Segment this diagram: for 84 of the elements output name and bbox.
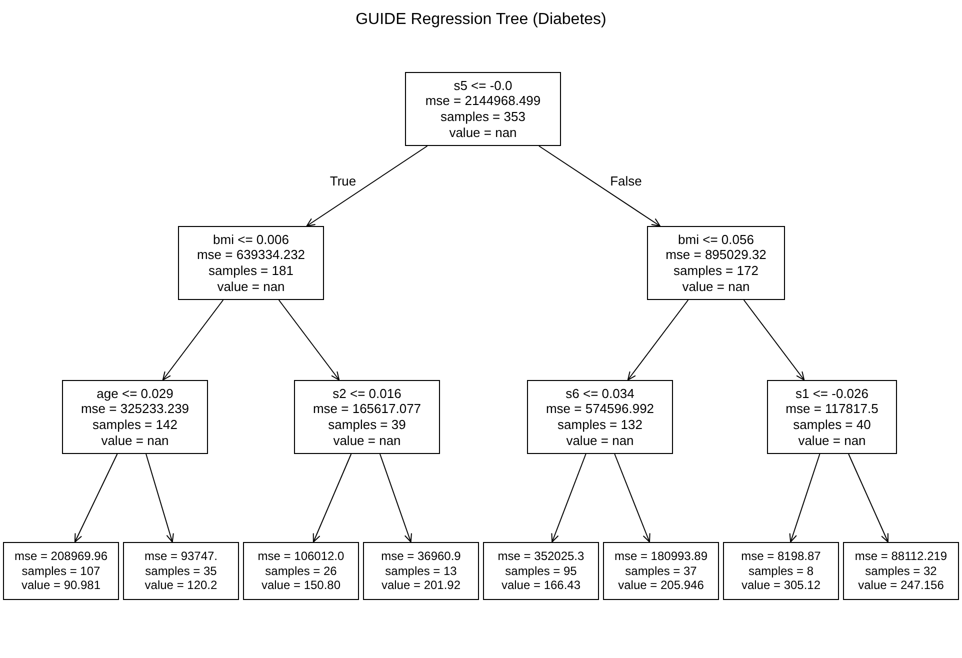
node-text: samples = 35	[145, 564, 217, 578]
node-text: s5 <= -0.0	[454, 78, 512, 94]
node-text: mse = 36960.9	[381, 549, 461, 564]
node-text: samples = 132	[558, 417, 642, 433]
node-text: samples = 181	[208, 263, 294, 279]
arrow	[538, 146, 661, 226]
arrow	[306, 146, 428, 226]
node-text: value = nan	[682, 278, 750, 294]
node-text: samples = 172	[674, 263, 758, 279]
tree-node-box	[405, 72, 561, 146]
node-text: mse = 180993.89	[614, 549, 708, 564]
node-text: mse = 208969.96	[14, 549, 108, 564]
arrow	[848, 454, 888, 542]
node-text: value = 166.43	[501, 578, 581, 593]
node-text: mse = 165617.077	[312, 401, 422, 417]
arrow	[627, 300, 689, 380]
arrow	[614, 454, 650, 542]
tree-node-box	[3, 542, 119, 600]
node-text: value = 120.2	[144, 578, 218, 593]
node-text: samples = 95	[505, 564, 577, 578]
node-text: samples = 8	[748, 564, 814, 578]
node-text: s6 <= 0.034	[566, 386, 634, 402]
arrow	[743, 300, 805, 380]
node-text: value = 247.156	[858, 578, 944, 593]
node-text: samples = 107	[22, 564, 100, 578]
arrow	[551, 454, 586, 542]
node-text: value = 201.92	[381, 578, 461, 593]
node-text: mse = 574596.992	[546, 401, 654, 417]
tree-node-box	[843, 542, 959, 600]
node-text: value = 205.946	[618, 578, 704, 593]
arrow	[379, 454, 412, 542]
tree-node-box	[527, 380, 673, 454]
tree-node-box	[123, 542, 239, 600]
tree-node-box	[178, 226, 324, 300]
node-text: samples = 37	[625, 564, 697, 578]
node-text: mse = 895029.32	[666, 247, 766, 263]
node-text: samples = 13	[385, 564, 457, 578]
node-text: value = 90.981	[21, 578, 101, 593]
node-text: samples = 39	[328, 417, 406, 433]
node-text: mse = 88112.219	[854, 549, 948, 564]
tree-node-box	[294, 380, 440, 454]
tree-node-box	[723, 542, 839, 600]
arrow	[278, 300, 340, 380]
node-text: bmi <= 0.006	[213, 232, 289, 248]
tree-node-box	[243, 542, 359, 600]
node-text: samples = 353	[440, 109, 526, 125]
arrow	[789, 454, 820, 542]
arrow	[312, 454, 352, 542]
node-text: value = nan	[566, 432, 634, 448]
node-text: mse = 8198.87	[741, 549, 821, 564]
node-text: mse = 93747.	[144, 549, 218, 564]
node-text: value = 305.12	[741, 578, 821, 593]
tree-node-box	[647, 226, 785, 300]
node-text: value = nan	[333, 432, 401, 448]
node-text: samples = 142	[92, 417, 178, 433]
tree-node-box	[62, 380, 208, 454]
node-text: value = nan	[217, 278, 285, 294]
tree-node-box	[363, 542, 479, 600]
node-text: s2 <= 0.016	[332, 386, 402, 402]
node-text: value = nan	[101, 432, 169, 448]
node-text: s1 <= -0.026	[796, 386, 868, 402]
node-text: mse = 117817.5	[786, 401, 878, 417]
node-text: bmi <= 0.056	[678, 232, 754, 248]
edge-label: True	[328, 174, 358, 188]
node-text: age <= 0.029	[96, 386, 174, 402]
node-text: samples = 32	[865, 564, 937, 578]
node-text: value = nan	[449, 124, 517, 140]
node-text: mse = 106012.0	[258, 549, 344, 564]
node-text: samples = 40	[793, 417, 871, 433]
tree-node-box	[483, 542, 599, 600]
edge-label: False	[608, 174, 644, 188]
node-text: samples = 26	[265, 564, 337, 578]
arrow	[74, 454, 118, 542]
node-text: mse = 639334.232	[196, 247, 306, 263]
node-text: mse = 325233.239	[80, 401, 190, 417]
node-text: mse = 2144968.499	[425, 93, 541, 109]
arrow	[162, 300, 224, 380]
node-text: value = 150.80	[261, 578, 341, 593]
node-text: value = nan	[798, 432, 866, 448]
tree-node-box	[767, 380, 897, 454]
arrow	[146, 454, 174, 542]
tree-node-box	[603, 542, 719, 600]
chart-title: GUIDE Regression Tree (Diabetes)	[354, 10, 608, 30]
node-text: mse = 352025.3	[498, 549, 584, 564]
